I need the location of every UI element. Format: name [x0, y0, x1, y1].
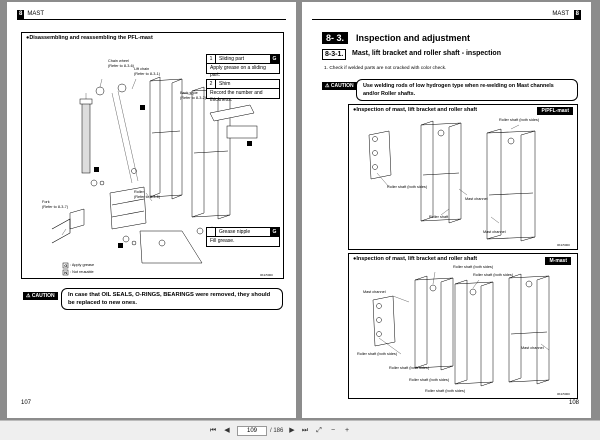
- fit-page-icon[interactable]: ⤢: [316, 427, 322, 434]
- caution-label: CAUTION: [31, 293, 55, 299]
- subsection-title: Mast, lift bracket and roller shaft - in…: [352, 50, 501, 57]
- zoom-out-icon[interactable]: −: [330, 427, 336, 434]
- figure-code: 0K1/5000: [557, 243, 570, 247]
- note-number: 1: [207, 55, 216, 63]
- roller-shaft-label: Roller shaft (both sides): [473, 273, 514, 277]
- warning-icon: ⚠: [325, 83, 330, 89]
- caution-tag: ⚠ CAUTION: [23, 292, 58, 300]
- note-title: Sliding part: [219, 56, 245, 62]
- document-viewer[interactable]: 8 MAST ●Disassembling and reassembling t…: [0, 0, 600, 420]
- note-number: [207, 228, 216, 236]
- roller-shaft-label: Roller shaft (both sides): [453, 265, 494, 269]
- chapter-title: MAST: [552, 11, 569, 17]
- right-page: MAST 8 8- 3. Inspection and adjustment 8…: [302, 2, 591, 418]
- inspection-figure-m-mast: ●Inspection of mast, lift bracket and ro…: [348, 253, 578, 399]
- prev-page-icon[interactable]: ◀: [224, 427, 230, 434]
- roller-shaft-label: Roller shaft (both sides): [389, 366, 430, 370]
- viewer-toolbar: ⏮ ◀ 109 / 186 ▶ ⏭ ⤢ − +: [0, 420, 600, 440]
- svg-text:G: G: [64, 263, 67, 268]
- roller-shaft-label: Roller shaft: [429, 215, 449, 219]
- svg-text:N: N: [64, 270, 67, 275]
- caution-note: Use welding rods of low hydrogen type wh…: [356, 79, 578, 101]
- fork-callout: Fork(Refer to 8-3-7): [42, 200, 68, 209]
- warning-icon: ⚠: [26, 293, 31, 299]
- page-number: 108: [568, 400, 579, 406]
- roller-shaft-label: Roller shaft (both sides): [357, 352, 398, 356]
- note-grease-nipple: Grease nipple G Fill grease.: [206, 227, 280, 247]
- section-title: Inspection and adjustment: [356, 33, 471, 43]
- pfl-mast-drawing: [368, 120, 536, 242]
- disassembly-figure: ●Disassembling and reassembling the PFL-…: [21, 32, 284, 279]
- mast-channel-label: Mast channel: [465, 197, 488, 201]
- chapter-title: MAST: [27, 11, 45, 17]
- caution-label: CAUTION: [330, 83, 354, 89]
- note-number: 2: [207, 80, 216, 88]
- note-title: Shim: [219, 81, 231, 87]
- legend-apply-grease: : Apply grease: [70, 263, 95, 267]
- first-page-icon[interactable]: ⏮: [209, 427, 217, 434]
- roller-shaft-label: Roller shaft (both sides): [425, 389, 466, 393]
- note-title: Grease nipple: [219, 229, 251, 235]
- chapter-number: 8: [573, 10, 581, 19]
- caution-note: In case that OIL SEALS, O-RINGS, BEARING…: [61, 288, 283, 310]
- roller-callout: Roller(Refer to 8-3-6): [134, 190, 160, 199]
- check-instruction: 1. Check if welded parts are not cracked…: [324, 66, 447, 71]
- roller-shaft-label: Roller shaft (both sides): [499, 118, 540, 122]
- grease-icon: G: [270, 55, 279, 63]
- page-header: 8 MAST: [17, 10, 286, 20]
- roller-shaft-label: Roller shaft (both sides): [387, 185, 428, 189]
- next-page-icon[interactable]: ▶: [289, 427, 295, 434]
- figure-title: ●Inspection of mast, lift bracket and ro…: [353, 256, 478, 262]
- m-mast-drawing: [372, 271, 550, 387]
- note-text: Record the number and thickness.: [210, 90, 263, 103]
- mast-type-tag: M-mast: [545, 257, 571, 265]
- page-header: MAST 8: [312, 10, 581, 20]
- figure-title: ●Disassembling and reassembling the PFL-…: [26, 35, 153, 41]
- mast-channel-label: Mast channel: [521, 346, 544, 350]
- page-number: 107: [21, 400, 32, 406]
- legend-not-reusable: : Not reusable: [70, 270, 94, 274]
- chapter-number: 8: [17, 10, 25, 19]
- last-page-icon[interactable]: ⏭: [301, 427, 309, 434]
- zoom-in-icon[interactable]: +: [344, 427, 350, 434]
- mast-channel-label: Mast channel: [483, 230, 506, 234]
- figure-code: 0K1/5000: [260, 273, 273, 277]
- note-sliding-part: 1 Sliding part G Apply grease on a slidi…: [206, 54, 280, 78]
- page-number-input[interactable]: 109: [237, 426, 267, 436]
- section-number: 8- 3.: [322, 32, 349, 44]
- inspection-figure-pfl: ●Inspection of mast, lift bracket and ro…: [348, 104, 578, 250]
- note-text: Fill grease.: [210, 238, 235, 244]
- note-shim: 2 Shim Record the number and thickness.: [206, 79, 280, 103]
- left-page: 8 MAST ●Disassembling and reassembling t…: [7, 2, 296, 418]
- page-total: / 186: [270, 428, 284, 434]
- subsection-number: 8-3-1.: [322, 49, 347, 60]
- lift-chain-callout: Lift chain(Refer to 8-3-1): [134, 67, 160, 76]
- chain-wheel-callout: Chain wheel(Refer to 8-3-6): [108, 59, 134, 68]
- note-text: Apply grease on a sliding part.: [210, 65, 266, 78]
- mast-channel-label: Mast channel: [363, 290, 386, 294]
- roller-shaft-label: Roller shaft (both sides): [409, 378, 450, 382]
- mast-type-tag: P/PFL-mast: [537, 107, 573, 115]
- figure-code: 0K1/5000: [557, 392, 570, 396]
- mast-exploded-drawing: G N: [51, 76, 258, 276]
- back-shoe-callout: Back shoe(Refer to 8-3-2): [180, 91, 206, 100]
- figure-title: ●Inspection of mast, lift bracket and ro…: [353, 107, 478, 113]
- grease-icon: G: [270, 228, 279, 236]
- caution-tag: ⚠ CAUTION: [322, 82, 357, 90]
